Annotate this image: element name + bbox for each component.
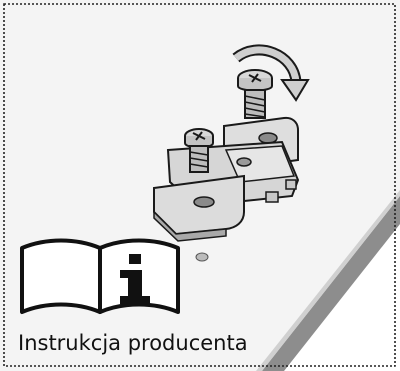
manufacturer-instructions-caption: Instrukcja producenta	[18, 331, 248, 355]
screw-icon	[184, 128, 214, 173]
dotted-border	[3, 3, 396, 367]
screw-icon	[237, 69, 273, 119]
drill-hole	[195, 252, 209, 262]
manual-info-book-icon	[20, 238, 180, 314]
rotate-arrow-icon	[232, 44, 310, 102]
